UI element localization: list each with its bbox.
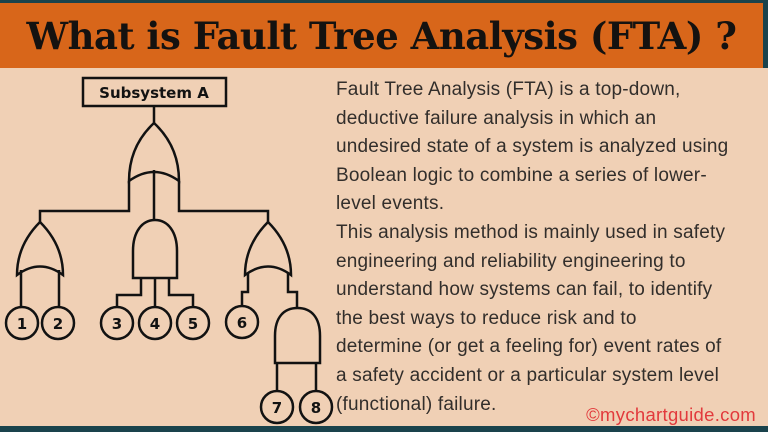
and-gate-bottom <box>273 306 322 365</box>
or-gate-top <box>127 121 181 184</box>
bottom-edge-strip <box>0 426 768 432</box>
definition-paragraph: Fault Tree Analysis (FTA) is a top-down,… <box>336 79 729 215</box>
header-banner: What is Fault Tree Analysis (FTA) ? <box>0 3 763 68</box>
header-right-edge-strip <box>763 0 768 68</box>
basic-event-2: 2 <box>40 305 76 341</box>
basic-event-5: 5 <box>175 305 211 341</box>
event-number: 5 <box>188 315 198 333</box>
event-number: 3 <box>112 315 122 333</box>
basic-event-4: 4 <box>137 305 173 341</box>
basic-event-6: 6 <box>224 304 260 340</box>
basic-event-3: 3 <box>99 305 135 341</box>
subsystem-label: Subsystem A <box>99 84 209 102</box>
basic-event-8: 8 <box>298 389 334 425</box>
definition-text-block: Fault Tree Analysis (FTA) is a top-down,… <box>336 76 768 419</box>
or-gate-right <box>243 220 293 278</box>
or-gate-left <box>15 220 65 278</box>
page-title: What is Fault Tree Analysis (FTA) ? <box>26 13 737 58</box>
and-gate-middle <box>131 218 179 280</box>
event-number: 2 <box>53 315 63 333</box>
fault-tree-diagram: Subsystem A <box>4 76 334 425</box>
event-number: 4 <box>150 315 160 333</box>
basic-event-1: 1 <box>4 305 40 341</box>
usage-paragraph: This analysis method is mainly used in s… <box>336 221 726 415</box>
basic-event-7: 7 <box>259 389 295 425</box>
event-number: 6 <box>237 314 247 332</box>
event-number: 8 <box>311 399 321 417</box>
connector-lines <box>19 106 318 391</box>
event-number: 1 <box>17 315 27 333</box>
event-number: 7 <box>272 399 282 417</box>
top-edge-strip <box>0 0 768 3</box>
source-credit: ©mychartguide.com <box>586 404 756 425</box>
subsystem-box: Subsystem A <box>81 76 228 108</box>
